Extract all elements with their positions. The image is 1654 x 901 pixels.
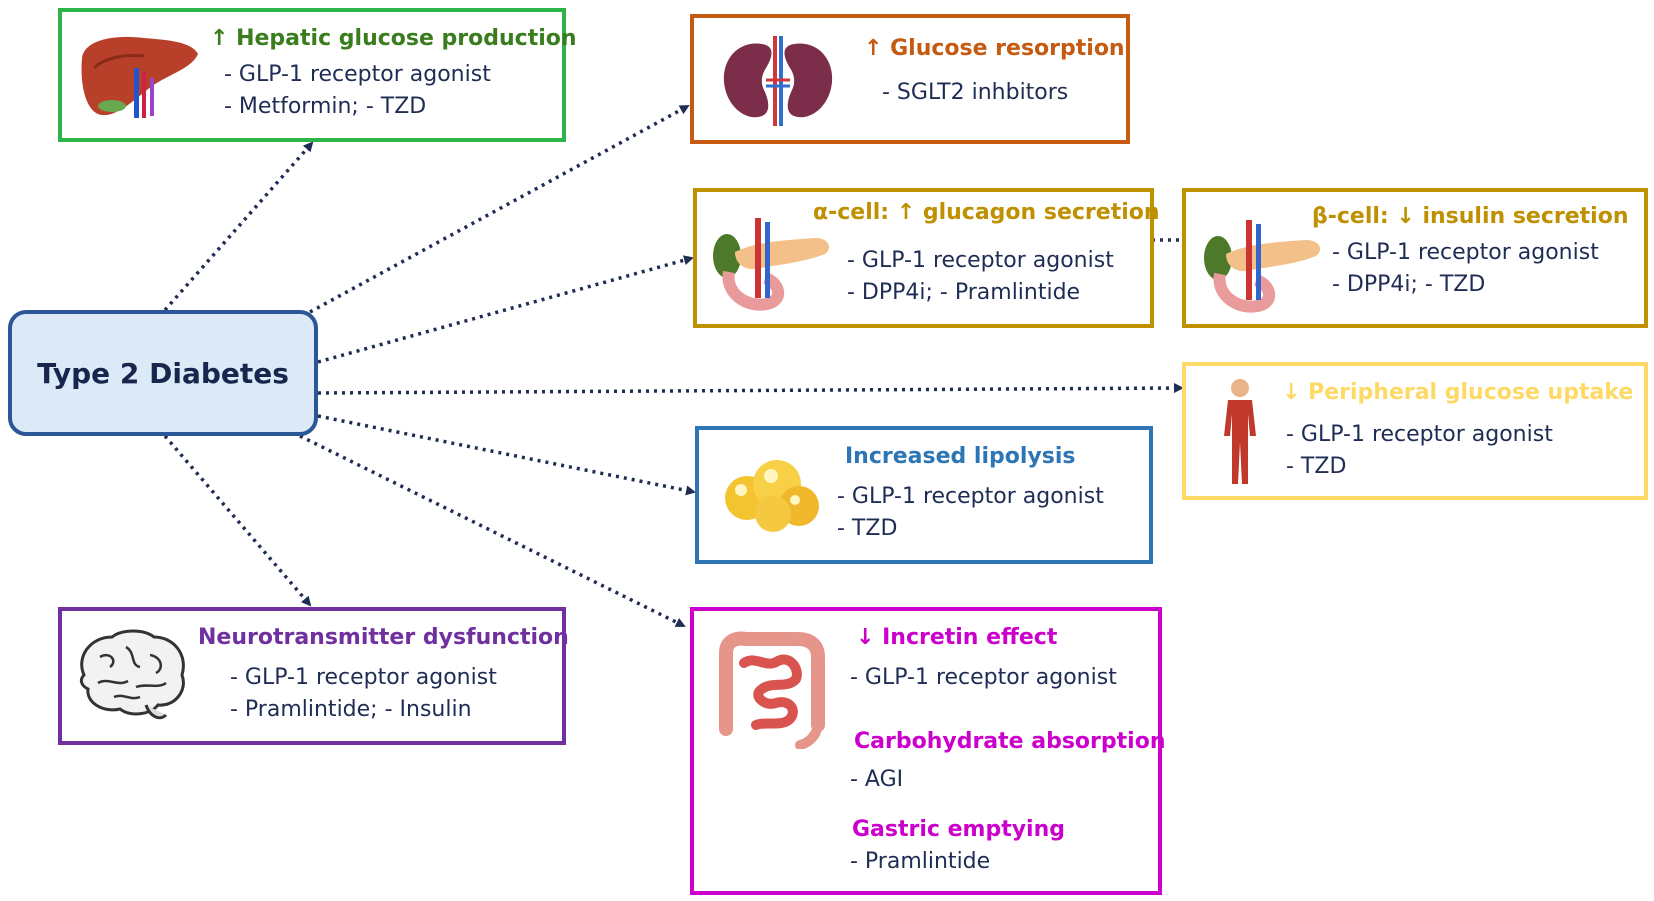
alpha-cell-line-1: - GLP-1 receptor agonist <box>847 248 1114 273</box>
kidney-icon <box>723 36 833 126</box>
type2-diabetes-node: Type 2 Diabetes <box>8 310 318 436</box>
pancreas-icon <box>1204 220 1321 313</box>
arrow-to-lipolysis <box>317 414 696 496</box>
center-label: Type 2 Diabetes <box>37 356 289 390</box>
beta-cell-box: β-cell: ↓ insulin secretion - GLP-1 rece… <box>1182 188 1648 328</box>
kidney-box: ↑ Glucose resorption - SGLT2 inhbitors <box>690 14 1130 144</box>
kidney-line-1: - SGLT2 inhbitors <box>882 80 1069 105</box>
beta-cell-title: β-cell: ↓ insulin secretion <box>1312 204 1629 229</box>
incretin-title: ↓ Incretin effect <box>856 625 1058 650</box>
alpha-cell-title: α-cell: ↑ glucagon secretion <box>813 200 1160 225</box>
lipolysis-line-2: - TZD <box>837 516 898 541</box>
hepatic-line-1: - GLP-1 receptor agonist <box>224 62 491 87</box>
brain-icon <box>79 629 185 720</box>
gastric-emptying-title: Gastric emptying <box>852 817 1066 842</box>
gut-box: ↓ Incretin effect - GLP-1 receptor agoni… <box>690 607 1166 895</box>
gastric-emptying-line-1: - Pramlintide <box>850 849 991 874</box>
peripheral-box: ↓ Peripheral glucose uptake - GLP-1 rece… <box>1182 362 1648 500</box>
carb-absorption-line-1: - AGI <box>850 767 904 792</box>
lipolysis-line-1: - GLP-1 receptor agonist <box>837 484 1104 509</box>
arrow-to-hepatic <box>163 141 314 312</box>
hepatic-box: ↑ Hepatic glucose production - GLP-1 rec… <box>58 8 577 142</box>
beta-cell-line-1: - GLP-1 receptor agonist <box>1332 240 1599 265</box>
neuro-title: Neurotransmitter dysfunction <box>198 625 569 650</box>
peripheral-title: ↓ Peripheral glucose uptake <box>1282 380 1634 405</box>
alpha-cell-line-2: - DPP4i; - Pramlintide <box>847 280 1081 305</box>
lipolysis-title: Increased lipolysis <box>845 444 1076 469</box>
peripheral-line-1: - GLP-1 receptor agonist <box>1286 422 1553 447</box>
arrow-to-alpha <box>317 255 694 364</box>
pancreas-icon <box>713 218 830 311</box>
human-body-icon <box>1224 379 1256 484</box>
kidney-title: ↑ Glucose resorption <box>864 36 1125 61</box>
arrow-to-gut <box>299 434 686 628</box>
neuro-line-2: - Pramlintide; - Insulin <box>230 697 472 722</box>
beta-cell-line-2: - DPP4i; - TZD <box>1332 272 1486 297</box>
alpha-cell-box: α-cell: ↑ glucagon secretion - GLP-1 rec… <box>693 188 1160 328</box>
lipolysis-box: Increased lipolysis - GLP-1 receptor ago… <box>695 426 1153 564</box>
hepatic-line-2: - Metformin; - TZD <box>224 94 427 119</box>
carb-absorption-title: Carbohydrate absorption <box>854 729 1166 754</box>
arrow-to-peripheral <box>317 383 1184 395</box>
hepatic-title: ↑ Hepatic glucose production <box>210 26 577 51</box>
incretin-line-1: - GLP-1 receptor agonist <box>850 665 1117 690</box>
neuro-box: Neurotransmitter dysfunction - GLP-1 rec… <box>58 607 569 745</box>
intestine-icon <box>719 631 825 749</box>
neuro-line-1: - GLP-1 receptor agonist <box>230 665 497 690</box>
peripheral-line-2: - TZD <box>1286 454 1347 479</box>
fat-cells-icon <box>725 460 819 532</box>
liver-icon <box>81 36 198 118</box>
arrow-to-neuro <box>163 434 312 607</box>
